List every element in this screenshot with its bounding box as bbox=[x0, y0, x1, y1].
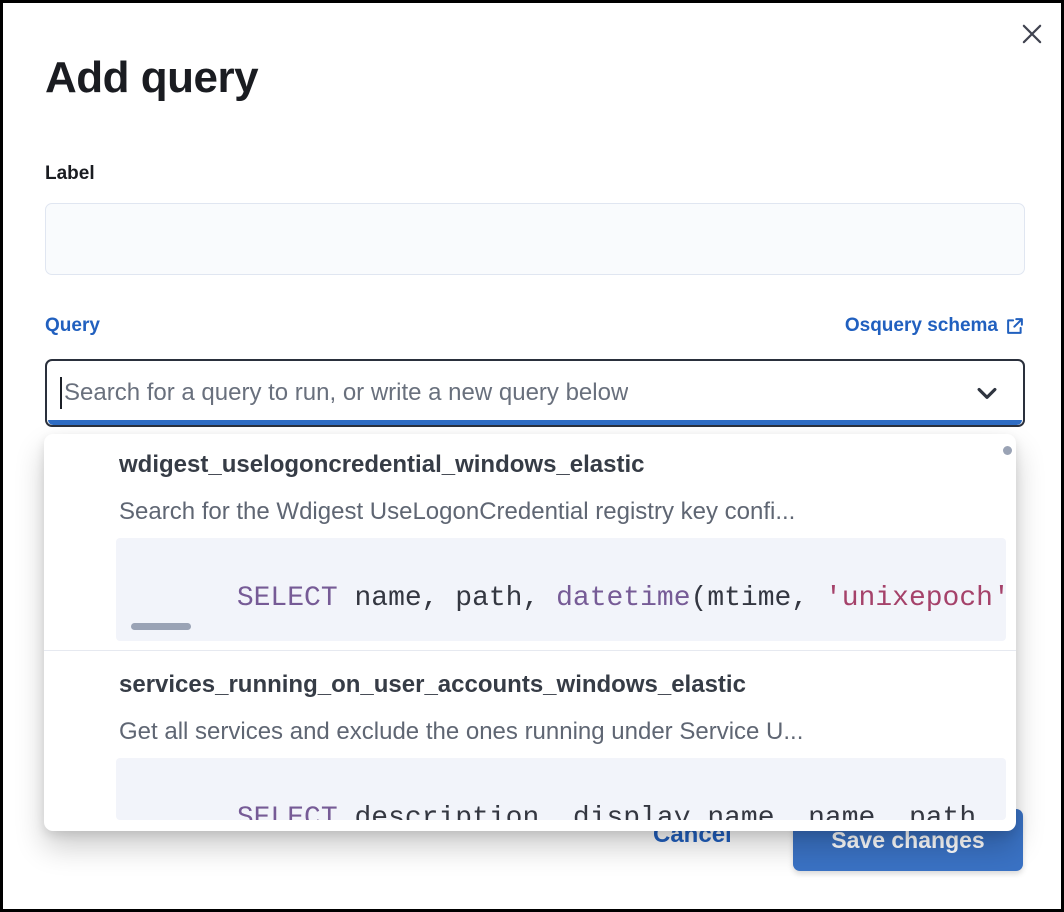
label-field-label: Label bbox=[45, 163, 95, 184]
option-title: wdigest_uselogoncredential_windows_elast… bbox=[119, 451, 645, 478]
close-icon bbox=[1019, 21, 1045, 47]
option-code: SELECT name, path, datetime(mtime, 'unix… bbox=[236, 583, 1006, 614]
query-option[interactable]: services_running_on_user_accounts_window… bbox=[44, 650, 1016, 829]
query-search-placeholder: Search for a query to run, or write a ne… bbox=[64, 379, 629, 406]
option-description: Get all services and exclude the ones ru… bbox=[119, 718, 804, 745]
osquery-schema-link[interactable]: Osquery schema bbox=[845, 315, 1025, 337]
code-hscrollbar-thumb[interactable] bbox=[131, 623, 191, 630]
page-title: Add query bbox=[45, 53, 259, 102]
query-options-dropdown: wdigest_uselogoncredential_windows_elast… bbox=[44, 434, 1016, 831]
option-sql-preview: SELECT name, path, datetime(mtime, 'unix… bbox=[116, 538, 1006, 641]
options-list: wdigest_uselogoncredential_windows_elast… bbox=[44, 434, 1016, 829]
option-code: SELECT description, display_name, name, … bbox=[236, 803, 1006, 821]
text-cursor bbox=[60, 377, 62, 409]
option-title: services_running_on_user_accounts_window… bbox=[119, 671, 746, 698]
chevron-down-icon[interactable] bbox=[973, 379, 1001, 407]
query-field-header: Query Osquery schema bbox=[45, 315, 1025, 337]
close-button[interactable] bbox=[1017, 19, 1047, 49]
osquery-schema-link-label: Osquery schema bbox=[844, 315, 998, 336]
query-field-label: Query bbox=[45, 315, 100, 336]
option-sql-preview: SELECT description, display_name, name, … bbox=[116, 758, 1006, 820]
query-option[interactable]: wdigest_uselogoncredential_windows_elast… bbox=[44, 434, 1016, 650]
dropdown-vertical-scrollbar-thumb[interactable] bbox=[1003, 446, 1012, 455]
option-description: Search for the Wdigest UseLogonCredentia… bbox=[119, 498, 796, 525]
query-search-combobox[interactable]: Search for a query to run, or write a ne… bbox=[45, 359, 1025, 427]
external-link-icon bbox=[1005, 316, 1025, 336]
combobox-focus-underline bbox=[48, 420, 1022, 425]
label-input[interactable] bbox=[45, 203, 1025, 275]
